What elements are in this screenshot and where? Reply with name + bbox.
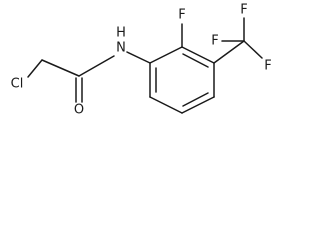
molecule-diagram: Cl O H N F F F F <box>11 3 272 118</box>
ring-bond-5 <box>149 96 183 114</box>
bond-cf3-fluorine-right <box>243 40 263 59</box>
atom-label-ring-fluorine: F <box>178 8 185 23</box>
bond-ring-cf3 <box>213 40 245 64</box>
ring-bond-4 <box>181 96 215 114</box>
atom-label-chlorine: Cl <box>11 77 24 92</box>
atom-label-amide-nitrogen: N <box>116 41 126 56</box>
bond-layer <box>27 17 263 114</box>
atom-label-cf3-fluorine-top: F <box>240 3 247 18</box>
ring-inner-bond-1 <box>182 53 209 68</box>
ring-bond-1 <box>149 46 183 64</box>
ring-bond-2 <box>181 46 215 64</box>
bond-nitrogen-ring <box>126 51 151 64</box>
ring-inner-bond-2 <box>182 92 209 107</box>
atom-label-cf3-fluorine-left: F <box>211 34 218 49</box>
atom-label-amide-hydrogen: H <box>116 26 126 41</box>
bond-carbonyl-nitrogen <box>78 55 115 77</box>
bond-cl-ch2 <box>27 59 43 78</box>
atom-label-cf3-fluorine-right: F <box>264 59 271 74</box>
atom-label-layer: Cl O H N F F F F <box>11 3 272 118</box>
bond-ch2-carbonyl <box>41 59 80 77</box>
atom-label-oxygen: O <box>74 103 84 118</box>
